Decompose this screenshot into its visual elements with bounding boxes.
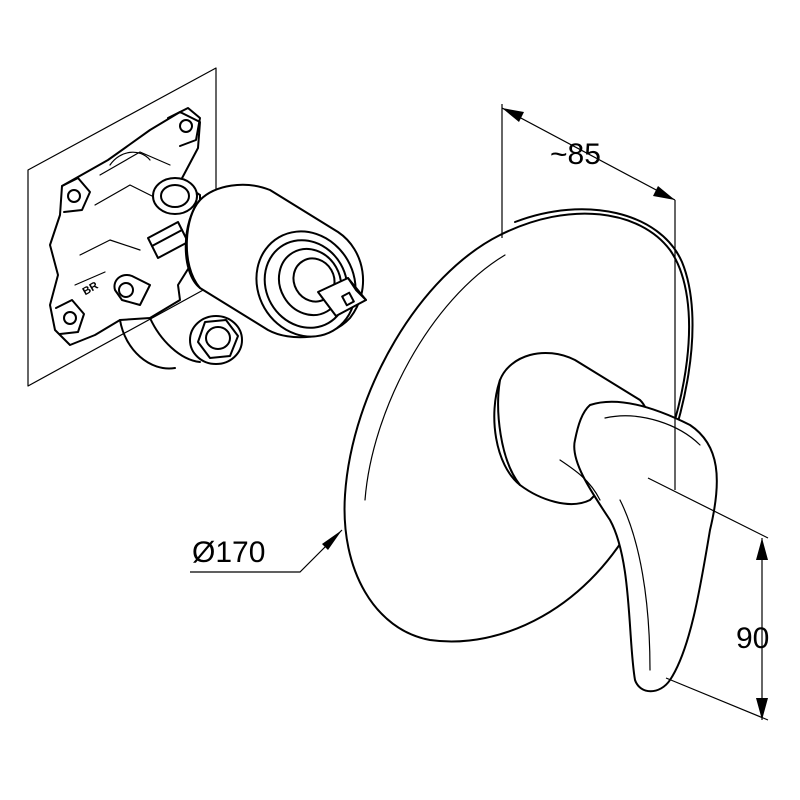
depth-dimension-label: ~85 — [550, 138, 601, 171]
mounting-hole-bottom-left — [63, 311, 77, 325]
mounting-hole-left — [67, 189, 81, 203]
lever-handle — [493, 351, 718, 693]
handle-lever — [573, 400, 718, 693]
concealed-valve-body: BR — [27, 67, 367, 387]
mounting-hole-top-right — [179, 119, 193, 133]
diameter-dimension: Ø170 — [190, 529, 343, 573]
height-dimension-label: 90 — [736, 622, 769, 655]
valve-housing — [49, 111, 201, 346]
upper-connector — [152, 177, 198, 215]
height-dimension: 90 — [647, 477, 769, 721]
diameter-dimension-label: Ø170 — [192, 536, 265, 569]
depth-dimension: ~85 — [501, 104, 676, 490]
